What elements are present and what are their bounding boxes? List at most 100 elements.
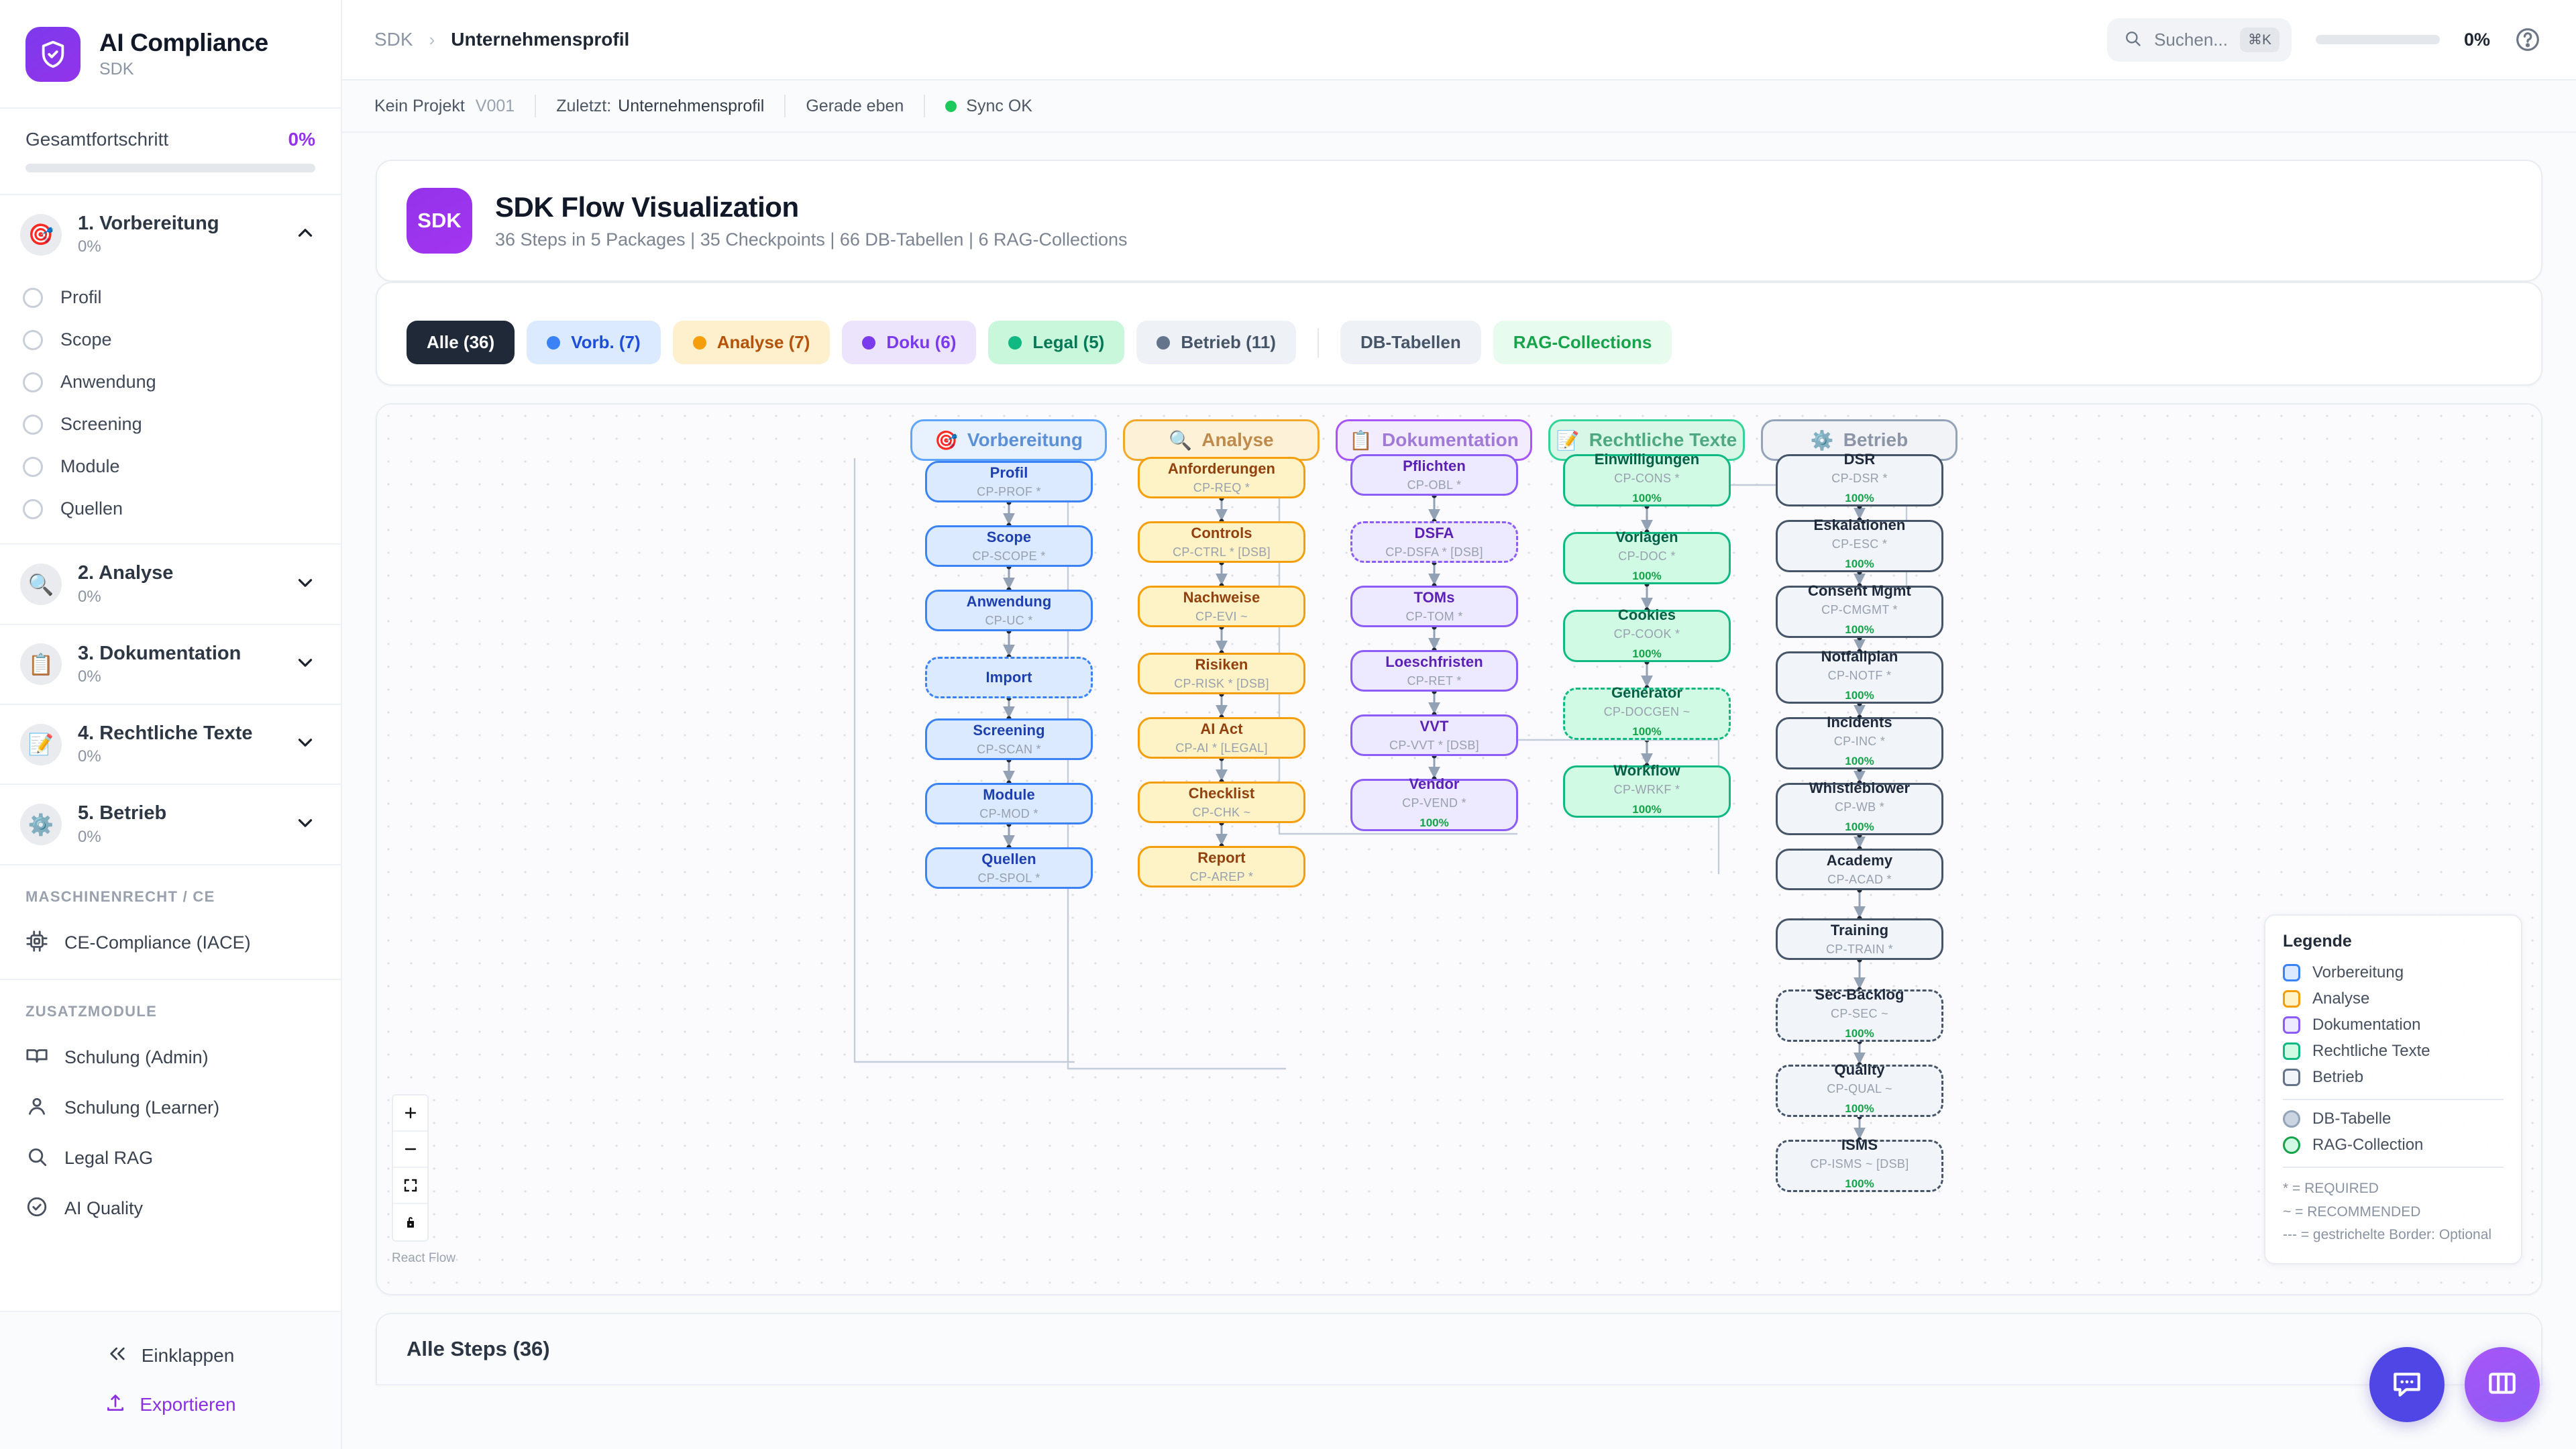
sidebar-item-schulung-learner[interactable]: Schulung (Learner) xyxy=(0,1083,341,1133)
chevron-down-icon[interactable] xyxy=(294,572,317,598)
chevron-down-icon[interactable] xyxy=(294,651,317,678)
step-status-radio[interactable] xyxy=(23,329,43,350)
flow-controls[interactable] xyxy=(392,1094,429,1242)
flow-diagram-card[interactable]: 🎯Vorbereitung🔍Analyse📋Dokumentation📝Rech… xyxy=(376,403,2542,1295)
chevron-down-icon[interactable] xyxy=(294,731,317,757)
step-status-radio[interactable] xyxy=(23,498,43,519)
filter-chipbar: Alle (36) Vorb. (7) Analyse (7) Doku (6) Leg… xyxy=(377,301,2541,384)
lock-open-icon[interactable] xyxy=(393,1204,427,1240)
zoom-in-button[interactable] xyxy=(393,1095,427,1132)
topbar: SDK › Unternehmensprofil Suchen... ⌘K 0% xyxy=(342,0,2576,80)
collapse-sidebar-button[interactable]: Einklappen xyxy=(0,1331,341,1380)
sidebar-substep-quellen[interactable]: Quellen xyxy=(0,488,341,530)
fit-view-button[interactable] xyxy=(393,1168,427,1204)
sidebar-item-legal-rag[interactable]: Legal RAG xyxy=(0,1133,341,1183)
step-status-radio[interactable] xyxy=(23,414,43,435)
filter-chip-0[interactable]: Alle (36) xyxy=(407,321,515,364)
chip-dot xyxy=(862,335,876,350)
flow-canvas[interactable]: 🎯Vorbereitung🔍Analyse📋Dokumentation📝Rech… xyxy=(377,405,2541,1294)
sidebar-substep-scope[interactable]: Scope xyxy=(0,319,341,361)
help-circle-icon[interactable] xyxy=(2514,26,2541,53)
panel-toggle-button[interactable] xyxy=(2465,1347,2540,1422)
sidebar-item-ce-compliance[interactable]: CE-Compliance (IACE) xyxy=(0,918,341,968)
filter-chip-1[interactable]: Vorb. (7) xyxy=(527,321,661,364)
step-status-radio[interactable] xyxy=(23,372,43,392)
chevron-up-icon[interactable] xyxy=(294,221,317,248)
sidebar-section-percent: 0% xyxy=(78,237,101,256)
node-code: CP-EVI ~ xyxy=(1195,610,1248,623)
search-input[interactable]: Suchen... ⌘K xyxy=(2107,17,2292,62)
node-code: CP-CHK ~ xyxy=(1192,806,1251,819)
node-code: CP-WRKF * xyxy=(1613,783,1680,796)
filter-chip-extra-1[interactable]: RAG-Collections xyxy=(1493,321,1672,364)
export-button[interactable]: Exportieren xyxy=(0,1380,341,1429)
breadcrumb-root[interactable]: SDK xyxy=(374,29,413,50)
package-header-3[interactable]: 📝Rechtliche Texte xyxy=(1548,419,1745,461)
step-status-radio[interactable] xyxy=(23,287,43,308)
chevron-down-icon[interactable] xyxy=(294,812,317,838)
filter-chip-3[interactable]: Doku (6) xyxy=(842,321,977,364)
step-status-radio[interactable] xyxy=(23,456,43,477)
package-header-0[interactable]: 🎯Vorbereitung xyxy=(910,419,1107,461)
sidebar-substep-anwendung[interactable]: Anwendung xyxy=(0,361,341,403)
sidebar-substep-screening[interactable]: Screening xyxy=(0,403,341,445)
sidebar-substep-profil[interactable]: Profil xyxy=(0,276,341,319)
brand-header[interactable]: AI Compliance SDK xyxy=(0,0,341,109)
sidebar-item-ai-quality[interactable]: AI Quality xyxy=(0,1183,341,1234)
node-code: CP-TRAIN * xyxy=(1825,943,1893,956)
sidebar-substep-module[interactable]: Module xyxy=(0,445,341,488)
filter-chip-2[interactable]: Analyse (7) xyxy=(672,321,830,364)
chat-button[interactable] xyxy=(2369,1347,2445,1422)
filter-chip-5[interactable]: Betrieb (11) xyxy=(1136,321,1296,364)
flow-node-vorbereitung-3[interactable]: Import xyxy=(925,657,1093,698)
filter-chip-4[interactable]: Legal (5) xyxy=(988,321,1125,364)
package-header-1[interactable]: 🔍Analyse xyxy=(1123,419,1320,461)
react-flow-attribution[interactable]: React Flow xyxy=(392,1251,456,1265)
zoom-out-button[interactable] xyxy=(393,1132,427,1168)
overall-progress-value: 0% xyxy=(288,129,315,150)
node-code: CP-MOD * xyxy=(979,807,1038,820)
sidebar-item-schulung-admin[interactable]: Schulung (Admin) xyxy=(0,1032,341,1083)
filter-chip-extra-0[interactable]: DB-Tabellen xyxy=(1340,321,1481,364)
